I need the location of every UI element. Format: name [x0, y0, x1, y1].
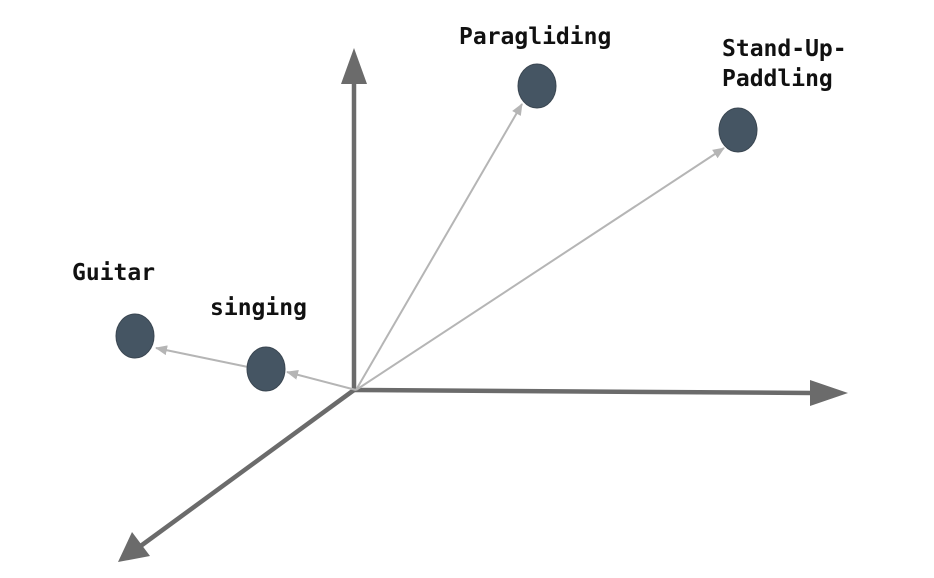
label-stand-up-paddling-line2: Paddling	[722, 66, 833, 92]
node-stand-up-paddling	[718, 107, 758, 153]
vector-guitar	[155, 345, 249, 368]
labels: Paragliding Stand-Up- Paddling Guitar si…	[72, 24, 847, 321]
vector-singing	[286, 369, 357, 391]
y-axis-arrowhead	[341, 48, 367, 84]
z-axis-arrowhead	[118, 532, 150, 562]
label-paragliding: Paragliding	[459, 24, 611, 50]
label-stand-up-paddling-line1: Stand-Up-	[722, 36, 847, 62]
vectors	[155, 103, 725, 391]
nodes	[115, 63, 758, 392]
vector-stand-up-paddling	[355, 147, 725, 391]
z-axis	[139, 387, 357, 548]
x-axis	[351, 387, 815, 396]
node-paragliding	[517, 63, 557, 109]
label-guitar: Guitar	[72, 260, 155, 286]
axes	[118, 48, 848, 562]
node-singing	[246, 346, 286, 392]
node-guitar	[115, 313, 155, 359]
x-axis-arrowhead	[810, 380, 848, 406]
vector-paragliding	[355, 103, 523, 391]
label-singing: singing	[210, 295, 307, 321]
